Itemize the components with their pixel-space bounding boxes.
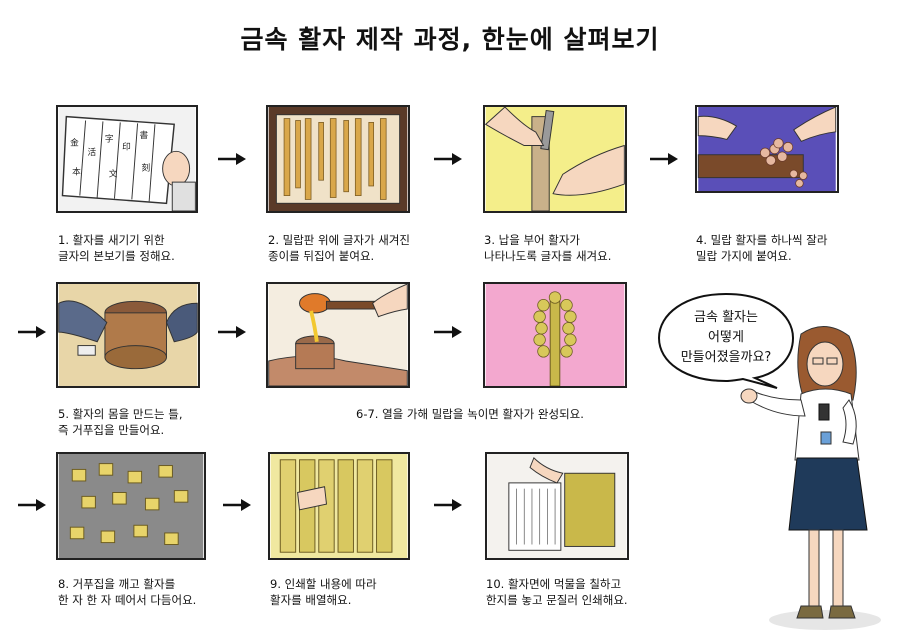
teacher-figure (740, 326, 881, 630)
arrow-right-icon (218, 325, 246, 339)
arrow-right-icon (650, 152, 678, 166)
svg-text:字: 字 (105, 133, 114, 145)
paper-draft-illustration: 金活字 印書本 文 刻 (58, 107, 196, 211)
svg-text:本: 本 (72, 165, 81, 177)
svg-text:活: 活 (88, 146, 97, 158)
speech-bubble: 금속 활자는 어떻게 만들어졌을까요? (655, 290, 797, 390)
panel-step-9 (268, 452, 410, 560)
arrow-right-icon (18, 325, 46, 339)
panel-step-1: 金活字 印書本 文 刻 (56, 105, 198, 213)
arrow-right-icon (434, 325, 462, 339)
speech-bubble-text: 금속 활자는 어떻게 만들어졌을까요? (680, 310, 772, 365)
svg-text:金: 金 (70, 137, 79, 149)
arrow-right-icon (18, 498, 46, 512)
page-title: 금속 활자 제작 과정, 한눈에 살펴보기 (240, 25, 660, 54)
panel-step-8 (56, 452, 206, 560)
panel-step-4 (695, 105, 839, 193)
svg-text:刻: 刻 (141, 162, 150, 174)
panel-step-2 (266, 105, 410, 213)
panel-step-10 (485, 452, 629, 560)
panel-step-5 (56, 282, 200, 388)
arrow-right-icon (218, 152, 246, 166)
separated-types-illustration (58, 454, 204, 558)
mold-making-illustration (58, 284, 198, 386)
caption-step-6-7: 6-7. 열을 가해 밀랍을 녹이면 활자가 완성되요. (356, 407, 584, 421)
panel-step-6 (266, 282, 410, 388)
carving-illustration (485, 107, 625, 211)
panel-step-7 (483, 282, 627, 388)
teacher-illustration (735, 320, 895, 638)
caption-step-5: 5. 활자의 몸을 만드는 틀,즉 거푸집을 만들어요. (58, 407, 183, 437)
finished-type-branch-illustration (485, 284, 625, 386)
arranging-types-illustration (270, 454, 408, 558)
panel-step-3 (483, 105, 627, 213)
printing-illustration (487, 454, 627, 558)
pouring-metal-illustration (268, 284, 408, 386)
svg-text:書: 書 (140, 129, 149, 141)
wax-board-illustration (268, 107, 408, 211)
arrow-right-icon (434, 152, 462, 166)
arrow-right-icon (223, 498, 251, 512)
svg-text:印: 印 (122, 140, 131, 152)
speech-bubble-shape (657, 292, 795, 389)
svg-text:文: 文 (109, 167, 118, 179)
arrow-right-icon (434, 498, 462, 512)
wax-branch-illustration (697, 107, 837, 191)
